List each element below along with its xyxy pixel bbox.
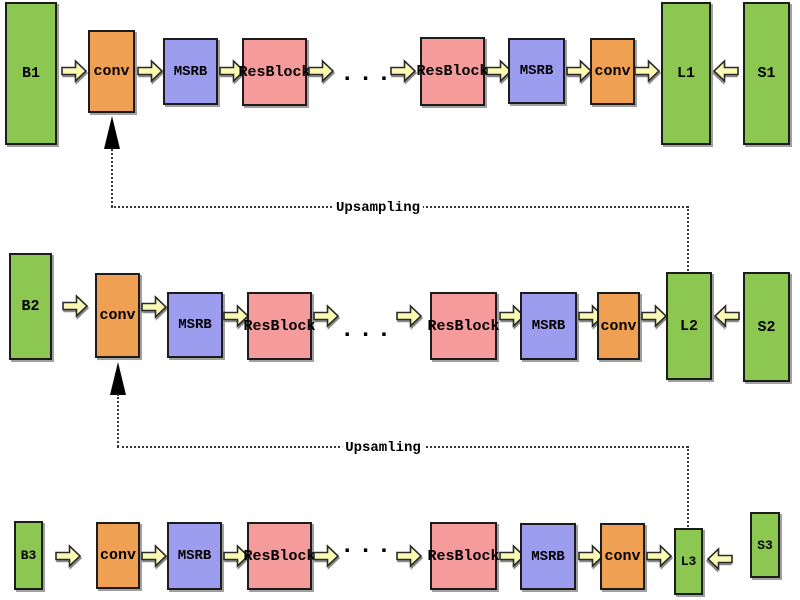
upsampling-label: Upsampling — [332, 200, 424, 216]
skip-box-s1: S1 — [743, 2, 790, 145]
skip-box-s2: S2 — [743, 272, 790, 382]
flow-arrow-icon — [61, 58, 87, 84]
flow-arrow-icon — [396, 543, 422, 569]
msrb-block: MSRB — [520, 523, 576, 590]
flow-arrow-icon — [141, 543, 167, 569]
msrb-block: MSRB — [508, 38, 565, 104]
flow-arrow-icon — [646, 543, 672, 569]
msrb-block: MSRB — [167, 292, 223, 358]
flow-arrow-icon — [141, 294, 167, 320]
msrb-block: MSRB — [167, 522, 222, 590]
output-box-l3: L3 — [674, 528, 703, 595]
input-box-b3: B3 — [14, 521, 43, 590]
resblock-block: ResBlock — [239, 38, 311, 106]
conv-block: conv — [590, 38, 635, 105]
upsampling-label: Upsamling — [342, 440, 424, 456]
upsampling-arrowhead-icon — [110, 362, 126, 395]
resblock-block: ResBlock — [244, 522, 316, 590]
skip-box-s3: S3 — [750, 512, 780, 578]
upsampling-line — [111, 149, 113, 207]
flow-arrow-icon — [55, 543, 81, 569]
upsampling-arrowhead-icon — [104, 116, 120, 149]
resblock-block: ResBlock — [417, 37, 489, 106]
msrb-block: MSRB — [163, 38, 218, 105]
flow-arrow-icon — [62, 293, 88, 319]
upsampling-line — [117, 394, 119, 447]
resblock-block: ResBlock — [244, 292, 316, 360]
ellipsis: ... — [340, 533, 396, 560]
upsampling-line — [687, 446, 689, 527]
conv-block: conv — [597, 292, 640, 360]
skip-arrow-icon — [707, 546, 733, 572]
conv-block: conv — [95, 273, 140, 358]
resblock-block: ResBlock — [428, 522, 500, 590]
skip-arrow-icon — [713, 58, 739, 84]
conv-block: conv — [88, 30, 135, 113]
conv-block: conv — [96, 522, 140, 589]
flow-arrow-icon — [566, 58, 592, 84]
ellipsis: ... — [340, 317, 396, 344]
flow-arrow-icon — [390, 58, 416, 84]
conv-block: conv — [600, 523, 645, 590]
output-box-l1: L1 — [661, 2, 711, 145]
output-box-l2: L2 — [666, 272, 712, 380]
flow-arrow-icon — [634, 58, 660, 84]
upsampling-line — [687, 206, 689, 271]
flow-arrow-icon — [313, 303, 339, 329]
resblock-block: ResBlock — [428, 292, 500, 360]
skip-arrow-icon — [714, 303, 740, 329]
ellipsis: ... — [340, 61, 396, 88]
input-box-b2: B2 — [9, 253, 52, 360]
flow-arrow-icon — [313, 543, 339, 569]
msrb-block: MSRB — [520, 292, 577, 360]
flow-arrow-icon — [137, 58, 163, 84]
flow-arrow-icon — [396, 303, 422, 329]
flow-arrow-icon — [641, 303, 667, 329]
input-box-b1: B1 — [5, 2, 57, 145]
flow-arrow-icon — [308, 58, 334, 84]
